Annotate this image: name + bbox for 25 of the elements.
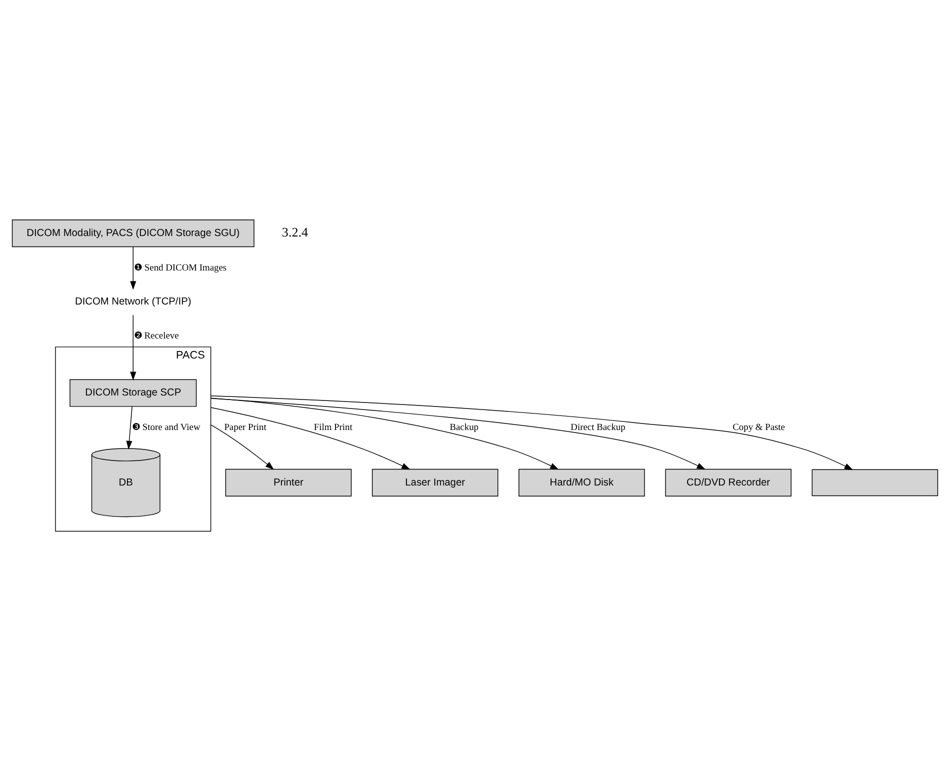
node-box: Hard/MO Disk [518, 468, 645, 496]
node-box: DICOM Modality, PACS (DICOM Storage SGU) [12, 220, 254, 248]
node-box: Laser Imager [372, 468, 498, 496]
edge-label: ❷ Receleve [134, 332, 179, 342]
node-box: DICOM Storage SCP [70, 379, 197, 407]
arrow [210, 396, 854, 470]
node-box: CD/DVD Recorder [665, 468, 792, 496]
arrow [210, 424, 274, 470]
edge-label: Paper Print [224, 422, 266, 433]
arrow [130, 246, 136, 290]
label: 3.2.4 [282, 224, 308, 240]
node-box [812, 469, 938, 496]
edge-label: Backup [450, 422, 479, 433]
edge-label: Direct Backup [570, 422, 626, 433]
node-box: Printer [225, 468, 352, 496]
arrow [210, 398, 559, 470]
edge-label: Copy & Paste [732, 422, 785, 433]
edge-label: ❸ Store and View [132, 422, 200, 433]
arrow [210, 407, 410, 470]
arrow [126, 406, 132, 450]
node-text: DICOM Network (TCP/IP) [75, 296, 192, 308]
edge-label: Film Print [314, 422, 352, 433]
arrow [210, 398, 706, 470]
arrow [130, 314, 136, 380]
edge-label: ❶ Send DICOM Images [134, 263, 227, 274]
